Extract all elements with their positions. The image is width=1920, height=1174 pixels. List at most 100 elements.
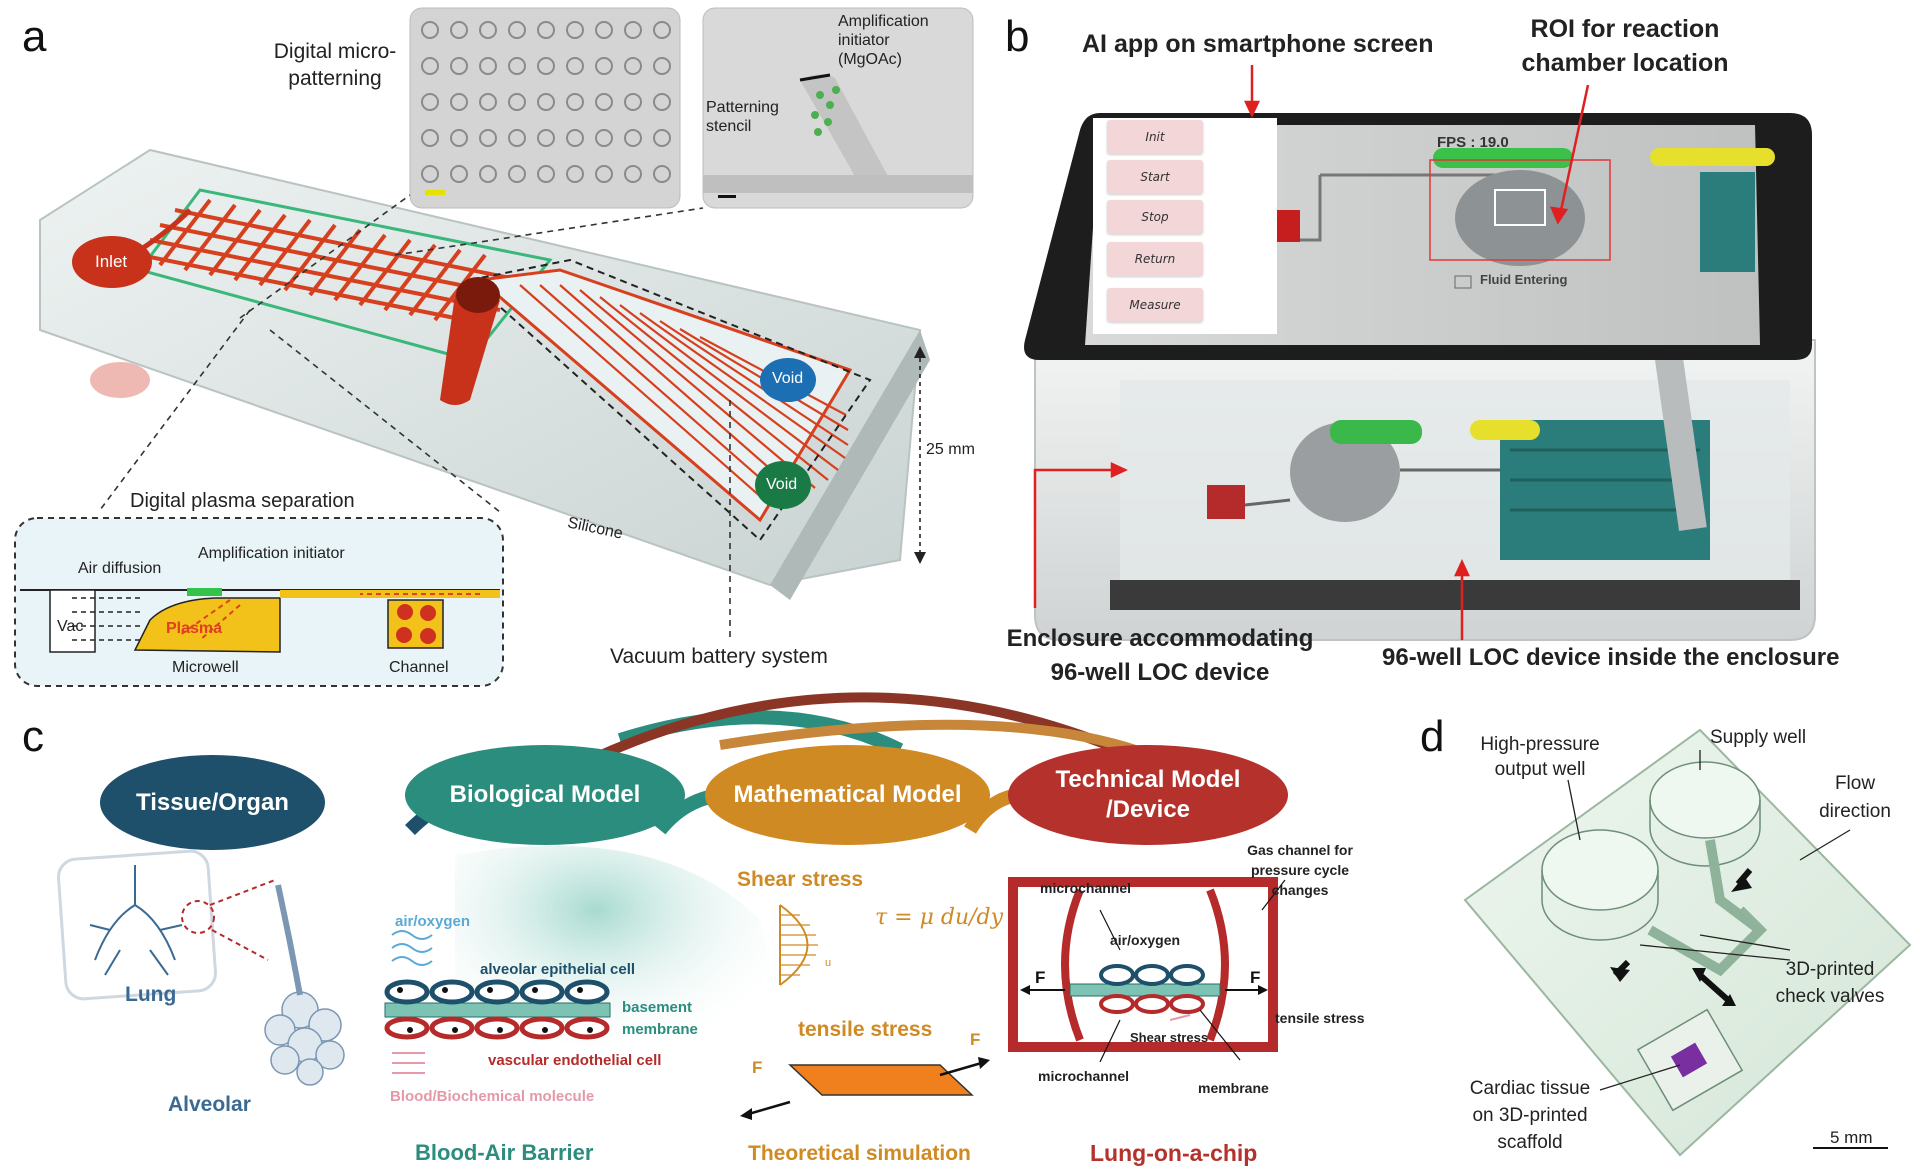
micro-well [595,165,613,183]
label-enclosure: Enclosure accommodating 96-well LOC devi… [990,622,1330,690]
label-vascular-endothelial: vascular endothelial cell [488,1052,662,1069]
label-theoretical-simulation: Theoretical simulation [748,1142,971,1165]
label-alveolar: Alveolar [168,1093,251,1116]
label-amplification-initiator: Amplification initiator [198,545,345,562]
label-u: u [825,957,832,969]
micro-well [508,165,526,183]
micro-well [479,129,497,147]
label-tensile-stress: tensile stress [798,1018,933,1041]
label-size-25mm: 25 mm [926,441,975,458]
label-chip-tensile: tensile stress [1275,1010,1365,1026]
blood-air-barrier-diagram [384,930,611,1074]
micro-well [450,165,468,183]
label-microwell: Microwell [172,659,239,676]
micro-well [653,57,671,75]
label-air-oxygen: air/oxygen [395,913,471,930]
micro-well [595,21,613,39]
app-button-measure[interactable]: Measure [1107,288,1203,322]
app-button-init[interactable]: Init [1107,120,1203,154]
micro-well [450,93,468,111]
micro-well [537,93,555,111]
label-void-1: Void [772,370,804,387]
label-membrane: membrane [1198,1080,1269,1096]
phone-app-menu: Init Start Stop Return Measure [1093,118,1277,334]
printed-device-d [1463,728,1912,1157]
micro-well [653,93,671,111]
label-void-2: Void [766,476,798,493]
micro-well [624,93,642,111]
micro-well [508,57,526,75]
label-basement-membrane: basement membrane [622,997,698,1041]
label-check-valves: 3D-printed check valves [1760,956,1900,1010]
label-line: Gas channel for [1247,842,1353,858]
label-scale-bar: 5 mm [1830,1128,1873,1147]
label-patterning-stencil: Patterning stencil [706,98,779,136]
app-button-return[interactable]: Return [1107,242,1203,276]
micro-well [624,129,642,147]
label-force-left: F [752,1058,763,1077]
chip-device-a [39,148,930,600]
micro-well [508,129,526,147]
micro-well [421,165,439,183]
label-microchannel-top: microchannel [1040,880,1132,896]
label-line: Cardiac tissue [1469,1078,1591,1099]
label-flow-direction: Flow direction [1800,770,1910,826]
plasma-separation-inset [14,517,504,687]
math-model-diagram [740,904,990,1120]
micro-well [479,57,497,75]
app-button-stop[interactable]: Stop [1107,200,1203,234]
stage-technical-model: Technical Model /Device [1008,745,1288,845]
stage-biological-model: Biological Model [405,745,685,845]
label-plasma: Plasma [166,620,223,637]
label-chip-shear: Shear stress [1130,1030,1209,1045]
label-ai-app: AI app on smartphone screen [1082,30,1434,58]
label-digital-plasma-separation: Digital plasma separation [130,490,355,512]
micro-well [479,93,497,111]
micro-well [653,165,671,183]
label-line: output well [1494,759,1586,780]
label-line: 3D-printed [1785,959,1875,980]
micro-well [421,21,439,39]
micro-well [624,57,642,75]
label-line: ROI for reaction [1530,15,1720,43]
label-blood-biochemical: Blood/Biochemical molecule [390,1088,595,1105]
label-line: scaffold [1497,1132,1563,1153]
micro-well [537,57,555,75]
panel-letter-d: d [1420,712,1445,761]
label-line: stencil [706,118,752,135]
micro-well [537,129,555,147]
micro-well [624,21,642,39]
micro-well [450,129,468,147]
panel-letter-c: c [22,712,44,761]
label-line: initiator [838,32,890,49]
label-shear-stress: Shear stress [737,868,864,891]
label-chip-air-oxygen: air/oxygen [1110,932,1181,948]
micro-well [421,129,439,147]
label-fps: FPS : 19.0 [1437,134,1509,151]
label-line: membrane [622,1021,698,1038]
label-alveolar-epithelial: alveolar epithelial cell [480,961,636,978]
micrograph-inset-1 [409,7,681,209]
micro-well [450,21,468,39]
label-vacuum-battery-system: Vacuum battery system [610,645,828,668]
micro-well [450,57,468,75]
panel-letter-b: b [1005,12,1030,61]
micro-well [479,165,497,183]
label-lung-on-chip: Lung-on-a-chip [1090,1140,1258,1166]
label-line: Flow [1834,773,1876,794]
lung-illustration [57,849,345,1086]
micro-well [566,57,584,75]
micro-well [566,21,584,39]
micro-well [479,21,497,39]
micro-well [624,165,642,183]
micro-well [566,129,584,147]
app-button-start[interactable]: Start [1107,160,1203,194]
label-vac: Vac [57,618,84,635]
label-air-diffusion: Air diffusion [78,560,162,577]
lung-on-chip-diagram [1008,877,1286,1063]
micro-well [566,165,584,183]
label-line: 96-well LOC device [1050,659,1270,686]
equation-shear: τ = μ du/dy [875,905,1004,930]
micro-well [595,93,613,111]
